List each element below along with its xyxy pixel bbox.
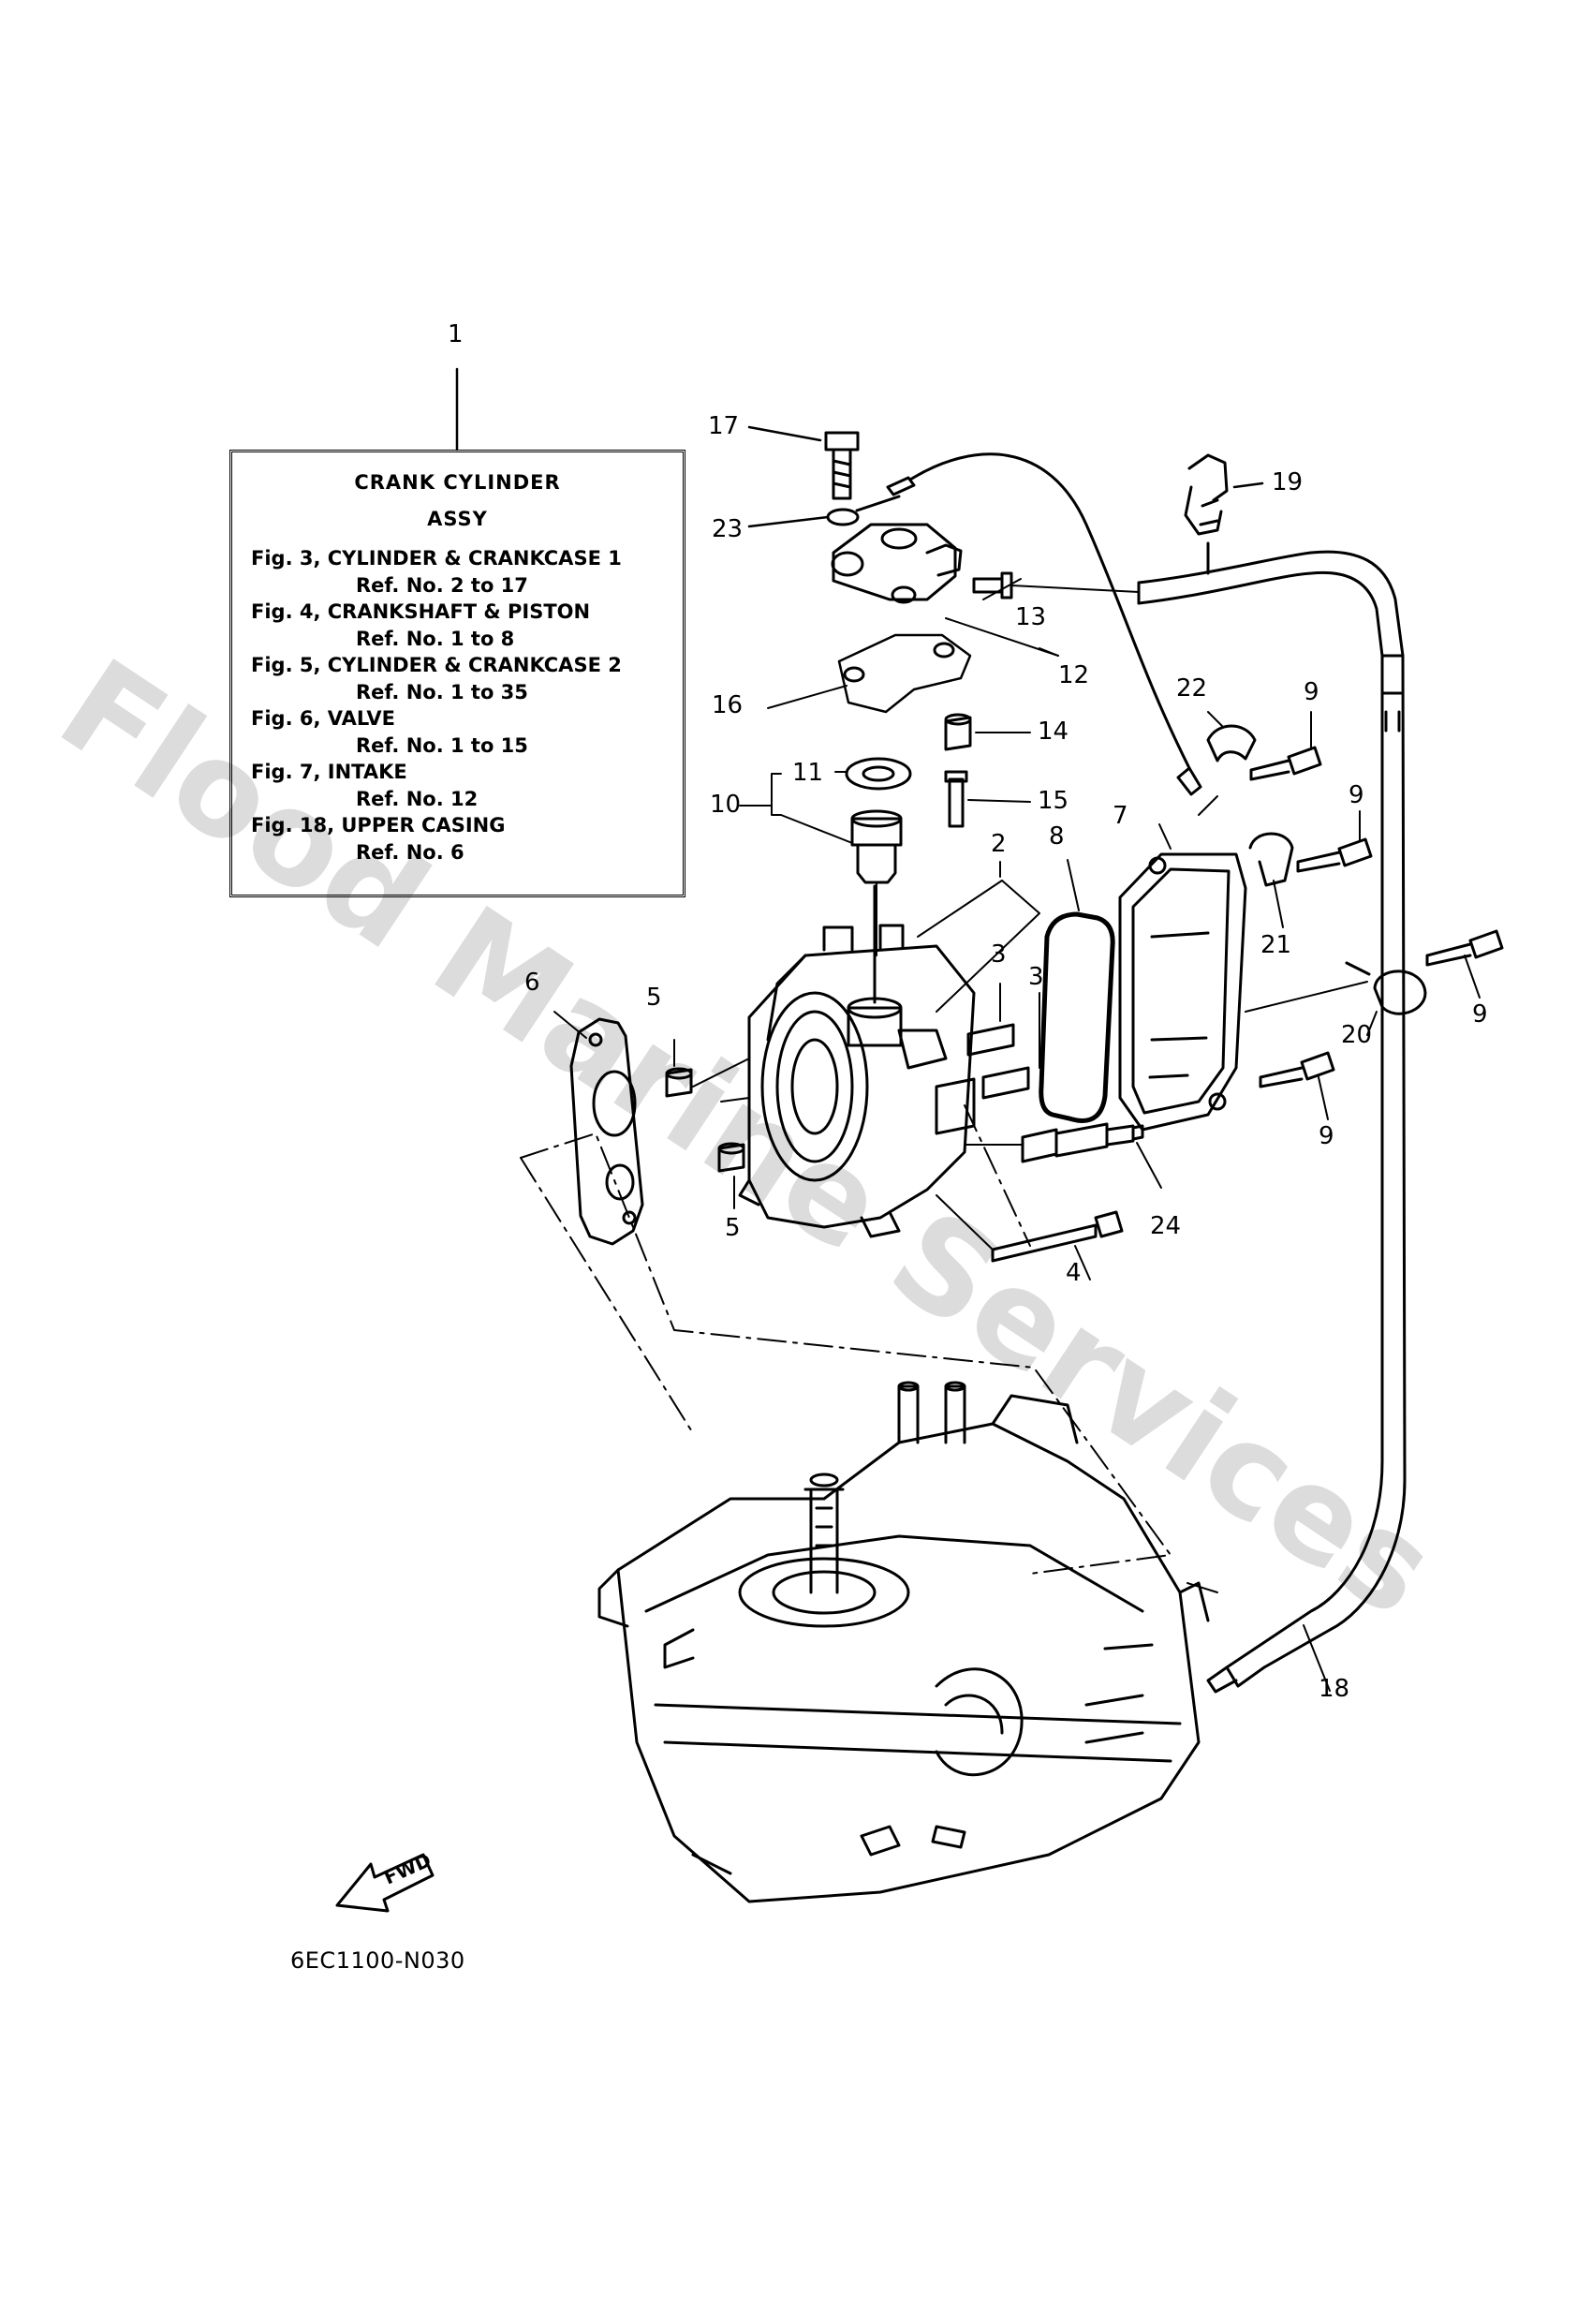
ref-no-line: Ref. No. 2 to 17 <box>356 573 528 597</box>
bolt-9b <box>1296 837 1373 873</box>
callout-23: 23 <box>712 515 744 543</box>
callout-21: 21 <box>1260 931 1292 959</box>
callout-4: 4 <box>1066 1259 1082 1287</box>
ref-no-line: Ref. No. 1 to 35 <box>356 680 528 703</box>
fig-ref-line: Fig. 5, CYLINDER & CRANKCASE 2 <box>251 654 622 676</box>
cylinder-body <box>738 884 976 1238</box>
callout-9b: 9 <box>1349 781 1364 809</box>
callout-13: 13 <box>1015 603 1047 631</box>
fig-ref-line: Fig. 18, UPPER CASING <box>251 814 506 836</box>
callout-1: 1 <box>448 320 464 348</box>
callout-16: 16 <box>712 691 744 719</box>
callout-5a: 5 <box>646 984 662 1012</box>
callout-7: 7 <box>1113 802 1128 830</box>
callout-3a: 3 <box>991 940 1007 969</box>
info-box: CRANK CYLINDER ASSY Fig. 3, CYLINDER & C… <box>229 450 685 897</box>
callout-6: 6 <box>524 969 540 997</box>
fig-ref-line: Fig. 4, CRANKSHAFT & PISTON <box>251 600 591 623</box>
fwd-arrow-icon <box>335 1853 435 1913</box>
callout-17: 17 <box>708 412 740 440</box>
fig-ref-line: Fig. 3, CYLINDER & CRANKCASE 1 <box>251 547 622 570</box>
callout-12: 12 <box>1058 661 1090 689</box>
bolt-9c <box>1425 929 1504 967</box>
callout-10: 10 <box>710 791 742 819</box>
callout-3b: 3 <box>1028 963 1044 991</box>
bolt-9d <box>1259 1051 1335 1088</box>
fwd-label: FWD <box>380 1848 435 1888</box>
info-box-subtitle: ASSY <box>427 507 488 530</box>
bolt-9a <box>1249 746 1322 781</box>
callout-22: 22 <box>1176 674 1208 703</box>
ref-no-line: Ref. No. 6 <box>356 840 464 864</box>
callout-11: 11 <box>792 759 824 787</box>
cylinder-head-cover-7 <box>1118 852 1247 1132</box>
callout-24: 24 <box>1150 1212 1182 1240</box>
crankcase <box>597 1381 1210 1903</box>
info-box-title: CRANK CYLINDER <box>354 471 561 494</box>
callout-9d: 9 <box>1319 1122 1334 1150</box>
callout-20: 20 <box>1341 1021 1373 1049</box>
ref-no-line: Ref. No. 1 to 8 <box>356 627 515 650</box>
callout-19: 19 <box>1272 468 1304 496</box>
clip-19 <box>1184 453 1229 575</box>
ref-no-line: Ref. No. 12 <box>356 787 479 810</box>
bolt-17 <box>824 431 860 500</box>
callout-8: 8 <box>1049 822 1065 851</box>
callout-18: 18 <box>1319 1675 1350 1703</box>
callout-14: 14 <box>1038 718 1069 746</box>
callout-5b: 5 <box>725 1214 741 1242</box>
callout-2: 2 <box>991 830 1007 858</box>
fig-ref-line: Fig. 7, INTAKE <box>251 761 407 783</box>
head-gasket-6 <box>569 1017 644 1246</box>
callout-9c: 9 <box>1472 1000 1488 1029</box>
diagram-code: 6EC1100-N030 <box>290 1947 465 1974</box>
fig-ref-line: Fig. 6, VALVE <box>251 707 395 730</box>
callout-15: 15 <box>1038 787 1069 815</box>
thermostat-cover-12 <box>831 523 963 604</box>
callout-9a: 9 <box>1304 678 1319 706</box>
ref-no-line: Ref. No. 1 to 15 <box>356 733 528 757</box>
